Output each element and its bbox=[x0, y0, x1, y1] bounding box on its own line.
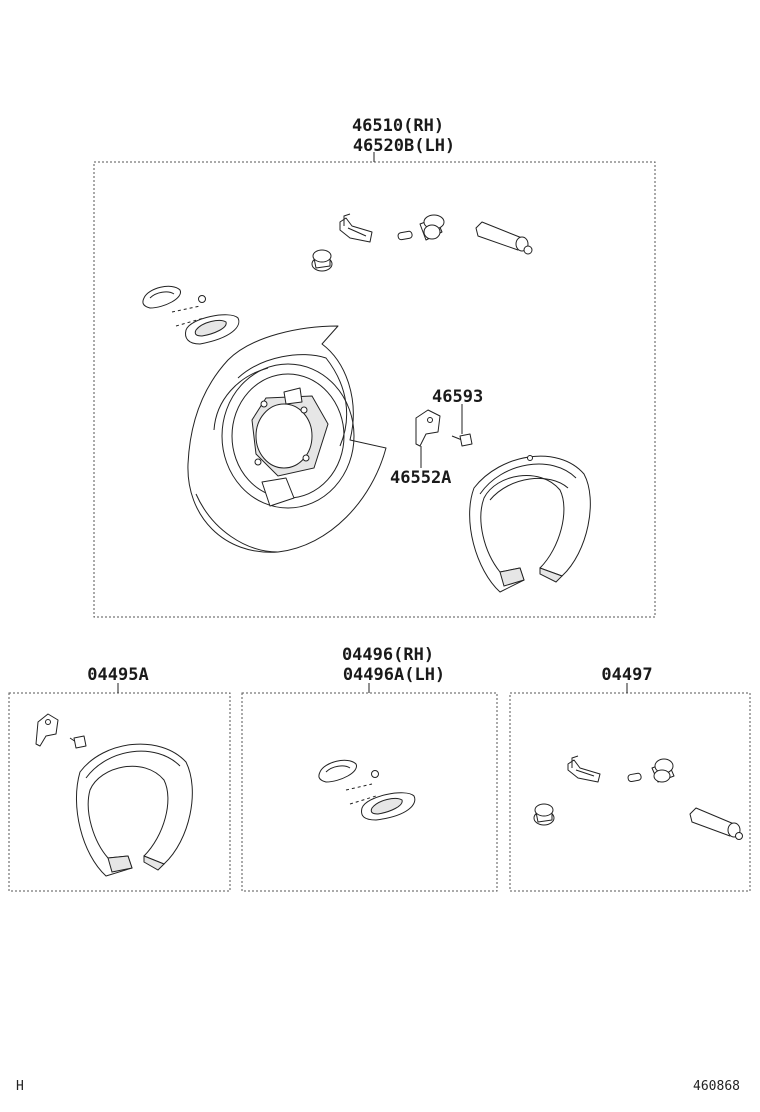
label-04497: 04497 bbox=[601, 665, 652, 685]
kit-small-screw-icon bbox=[371, 770, 379, 778]
small-screw-icon bbox=[198, 295, 206, 303]
spring-clip-icon bbox=[339, 213, 373, 243]
kit-brake-shoe-icon bbox=[76, 743, 193, 877]
kit-04495a-box bbox=[8, 692, 231, 892]
brake-shoe-icon bbox=[469, 455, 591, 593]
hole-cover-icon bbox=[142, 285, 181, 309]
cap-icon bbox=[419, 214, 445, 241]
label-46520b-lh: 46520B(LH) bbox=[353, 136, 455, 156]
bolt-46593-icon bbox=[451, 433, 473, 447]
grease-tube-icon bbox=[475, 221, 533, 255]
kit-pin-icon bbox=[627, 772, 642, 783]
kit-spring-clip-icon bbox=[567, 755, 601, 783]
label-46510-rh: 46510(RH) bbox=[352, 116, 444, 136]
kit-adjuster-plate-icon bbox=[361, 792, 416, 821]
kit-plug-icon bbox=[533, 803, 555, 826]
kit-bracket-icon bbox=[35, 713, 59, 747]
backing-plate-icon bbox=[187, 325, 387, 553]
label-04496a-lh: 04496A(LH) bbox=[343, 665, 445, 685]
bracket-46552a-icon bbox=[415, 409, 441, 447]
label-46552a: 46552A bbox=[390, 468, 451, 488]
kit-hole-cover-icon bbox=[318, 759, 357, 783]
pin-icon bbox=[397, 230, 413, 241]
label-04495a: 04495A bbox=[87, 665, 148, 685]
label-04496-rh: 04496(RH) bbox=[342, 645, 434, 665]
footer-left-code: H bbox=[16, 1079, 24, 1094]
kit-grease-tube-icon bbox=[689, 807, 743, 840]
kit-bolt-icon bbox=[69, 735, 87, 749]
adjuster-plate-icon bbox=[185, 314, 240, 345]
kit-04496-box bbox=[241, 692, 498, 892]
footer-right-code: 460868 bbox=[693, 1079, 740, 1094]
plug-icon bbox=[311, 249, 333, 272]
kit-04497-box bbox=[509, 692, 751, 892]
label-46593: 46593 bbox=[432, 387, 483, 407]
kit-cap-icon bbox=[651, 758, 675, 783]
